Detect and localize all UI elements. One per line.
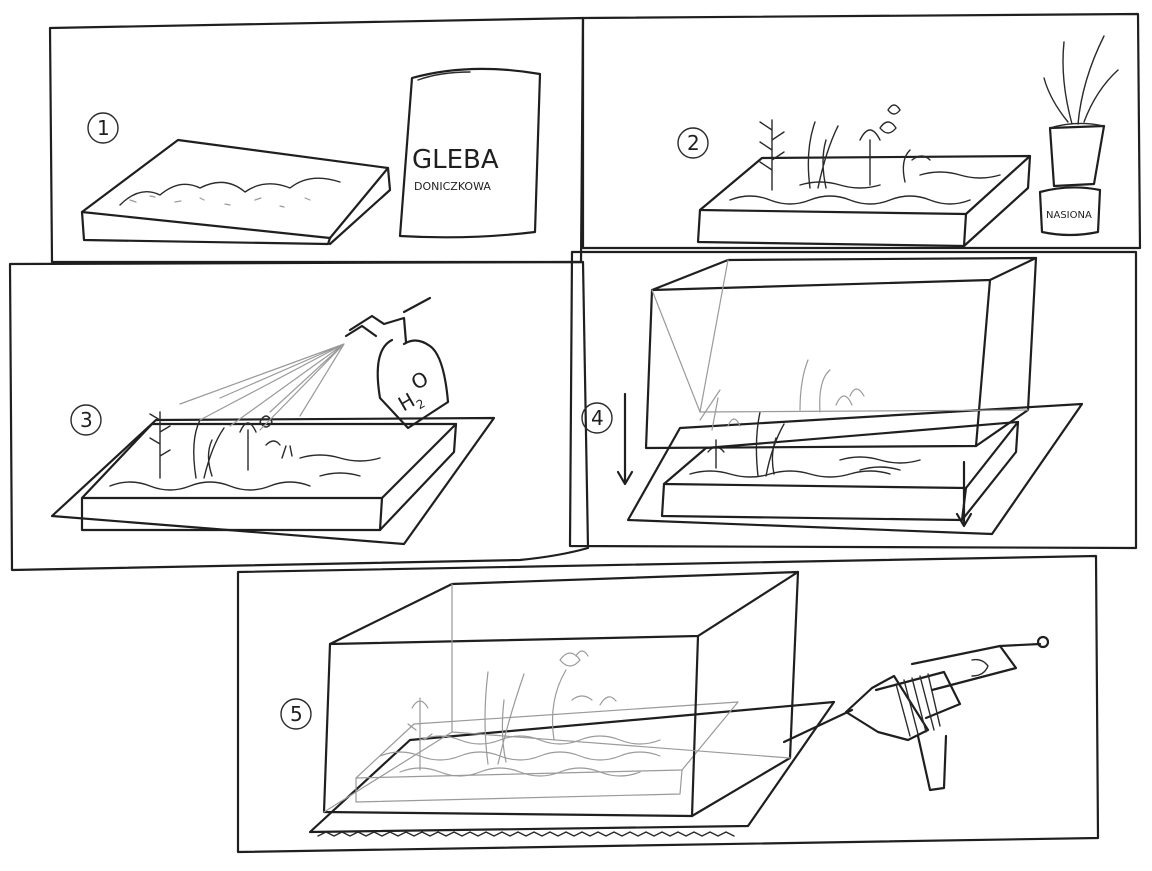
down-arrow-left <box>618 394 632 484</box>
panel-5: 5 <box>238 556 1098 852</box>
step-1-number: 1 <box>97 116 110 140</box>
panel-1: 1 GLEBA DONICZKOWA <box>50 18 583 262</box>
panel-4: 4 <box>570 252 1136 548</box>
soil-tray <box>82 140 390 244</box>
step-5-number: 5 <box>290 702 303 726</box>
silicone-gun <box>784 637 1048 790</box>
step-3-number: 3 <box>80 408 93 432</box>
soil-bag-label: GLEBA <box>412 145 499 175</box>
seed-packet-label: NASIONA <box>1046 210 1092 221</box>
sealed-tray <box>356 651 738 802</box>
step-4-number: 4 <box>591 406 604 430</box>
soil-bag: GLEBA DONICZKOWA <box>400 69 540 237</box>
step-2-number: 2 <box>687 131 700 155</box>
transparent-cover <box>646 258 1036 448</box>
watered-tray <box>82 412 456 530</box>
panel-3: 3 H 2 O <box>10 262 588 570</box>
potted-plant <box>1044 36 1118 186</box>
cover-box <box>324 572 798 816</box>
planted-tray <box>698 105 1030 246</box>
seed-packet: NASIONA <box>1040 187 1100 235</box>
spray-bottle: H 2 O <box>346 298 448 428</box>
spray-mist <box>180 344 344 430</box>
soil-bag-sublabel: DONICZKOWA <box>414 180 491 193</box>
spray-label-o: O <box>407 366 433 395</box>
panel-2: 2 NASIONA <box>583 14 1140 248</box>
down-arrow-right <box>957 462 971 526</box>
